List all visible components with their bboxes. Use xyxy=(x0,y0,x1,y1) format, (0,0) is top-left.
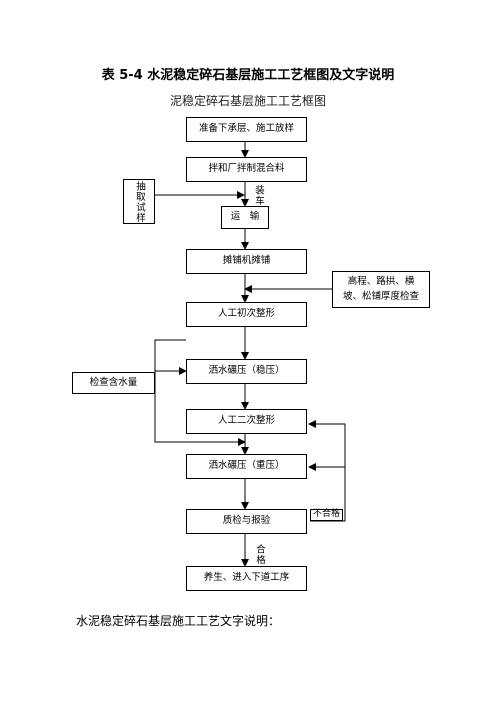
pass-label: 合格 xyxy=(254,544,265,565)
step-mixing: 拌和厂拌制混合料 xyxy=(186,157,307,182)
step-inspection: 质检与报验 xyxy=(186,509,307,534)
step-sampling: 抽取试样 xyxy=(123,179,155,224)
step-elevation-check: 高程、路拱、横坡、松铺厚度检查 xyxy=(332,271,430,308)
arrow-water-check-to-rollheavy xyxy=(154,383,246,446)
step-paving: 摊铺机摊铺 xyxy=(186,249,307,274)
fail-label: 不合格 xyxy=(310,509,343,521)
step-roll-stable: 洒水碾压（稳压） xyxy=(186,359,307,384)
step-water-check: 检查含水量 xyxy=(72,372,155,394)
step-roll-heavy: 洒水碾压（重压） xyxy=(186,454,307,479)
step-transport: 运 输 xyxy=(221,206,269,229)
step-curing: 养生、进入下道工序 xyxy=(186,566,307,591)
footer-text: 水泥稳定碎石基层施工工艺文字说明： xyxy=(76,614,281,628)
page-title: 表 5-4 水泥稳定碎石基层施工工艺框图及文字说明 xyxy=(101,68,395,83)
diagram-title: 泥稳定碎石基层施工工艺框图 xyxy=(169,94,326,108)
loading-label: 装车 xyxy=(253,185,264,206)
step-shaping-2: 人工二次整形 xyxy=(186,409,307,434)
sampling-label: 抽取试样 xyxy=(134,180,145,223)
step-prepare: 准备下承层、施工放样 xyxy=(186,117,307,142)
fail-loop-to-shaping2 xyxy=(308,420,346,522)
water-check-loop-upper xyxy=(154,339,186,383)
step-shaping-1: 人工初次整形 xyxy=(186,302,307,327)
